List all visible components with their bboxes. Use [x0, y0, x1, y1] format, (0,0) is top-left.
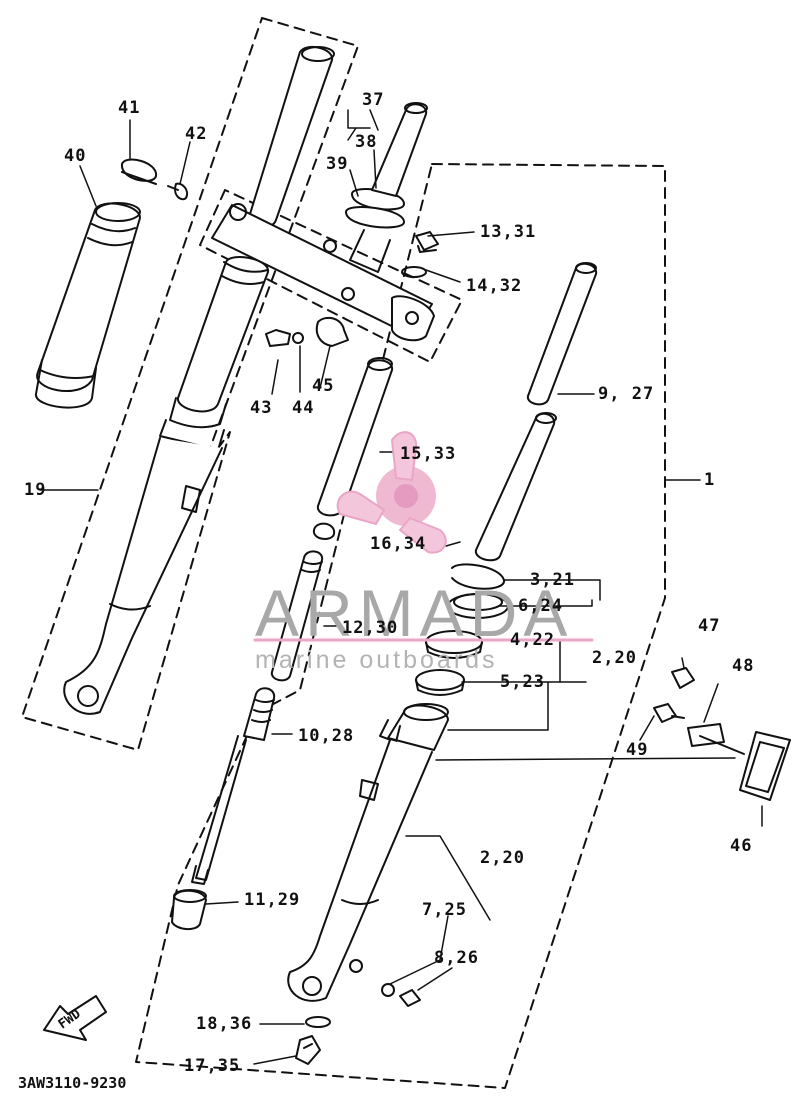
part-48-shape [687, 723, 745, 755]
part-13-shape [415, 231, 439, 253]
callout-45: 45 [312, 376, 335, 396]
callout-2-20-lower: 2,20 [480, 848, 525, 868]
callout-13-31: 13,31 [480, 222, 537, 242]
watermark-subtitle: marine outboards [255, 646, 498, 674]
callout-14-32: 14,32 [466, 276, 523, 296]
callout-3-21: 3,21 [530, 570, 575, 590]
callout-44: 44 [292, 398, 315, 418]
part-41-shape [121, 158, 157, 185]
part-46-shape [739, 731, 791, 801]
part-7-shape [381, 983, 395, 997]
part-5-shape [415, 669, 465, 696]
callout-18-36: 18,36 [196, 1014, 253, 1034]
callout-41: 41 [118, 98, 141, 118]
part-10-shape [191, 687, 276, 885]
watermark-title: ARMADA [255, 576, 574, 650]
callout-4-22: 4,22 [510, 630, 555, 650]
diagram-code: 3AW3110-9230 [18, 1074, 127, 1092]
bracket-outline [199, 189, 463, 363]
callout-46: 46 [730, 836, 753, 856]
part-42-shape [167, 182, 188, 201]
part-47-shape [671, 667, 695, 689]
callout-17-35: 17,35 [184, 1056, 241, 1076]
part-45-shape [315, 316, 349, 347]
part-18-shape [305, 1016, 331, 1028]
group-1-outline [135, 163, 666, 1089]
callout-40: 40 [64, 146, 87, 166]
callout-2-20-upper: 2,20 [592, 648, 637, 668]
callout-7-25: 7,25 [422, 900, 467, 920]
group-19-outline [21, 17, 359, 751]
part-11-shape [171, 889, 207, 930]
leader-lines [39, 109, 763, 1065]
fwd-arrow-icon [43, 995, 107, 1041]
part-12-shape [270, 550, 324, 682]
upper-bracket-shape [211, 102, 435, 342]
part-40-shape [35, 202, 141, 409]
callout-48: 48 [732, 656, 755, 676]
callout-9-27: 9, 27 [598, 384, 655, 404]
part-49-shape [653, 703, 685, 723]
part-4-shape [425, 630, 483, 659]
watermark-logo [336, 431, 447, 554]
callout-19: 19 [24, 480, 47, 500]
callout-42: 42 [185, 124, 208, 144]
callout-47: 47 [698, 616, 721, 636]
callout-43: 43 [250, 398, 273, 418]
part-44-shape [292, 332, 304, 344]
callout-1: 1 [704, 470, 716, 490]
callout-10-28: 10,28 [298, 726, 355, 746]
callout-38: 38 [355, 132, 378, 152]
callout-39: 39 [326, 154, 349, 174]
callout-11-29: 11,29 [244, 890, 301, 910]
callout-37: 37 [362, 90, 385, 110]
part-17-shape [295, 1035, 321, 1065]
callout-49: 49 [626, 740, 649, 760]
callout-12-30: 12,30 [342, 618, 399, 638]
part-16-shape [312, 522, 336, 540]
callout-8-26: 8,26 [434, 948, 479, 968]
callout-15-33: 15,33 [400, 444, 457, 464]
part-9-shape [474, 262, 598, 562]
callout-5-23: 5,23 [500, 672, 545, 692]
part-43-shape [265, 329, 291, 347]
part-14-shape [401, 266, 427, 278]
part-2-shape [287, 703, 449, 1002]
part-8-shape [399, 989, 421, 1007]
callout-6-24: 6,24 [518, 596, 563, 616]
callout-16-34: 16,34 [370, 534, 427, 554]
